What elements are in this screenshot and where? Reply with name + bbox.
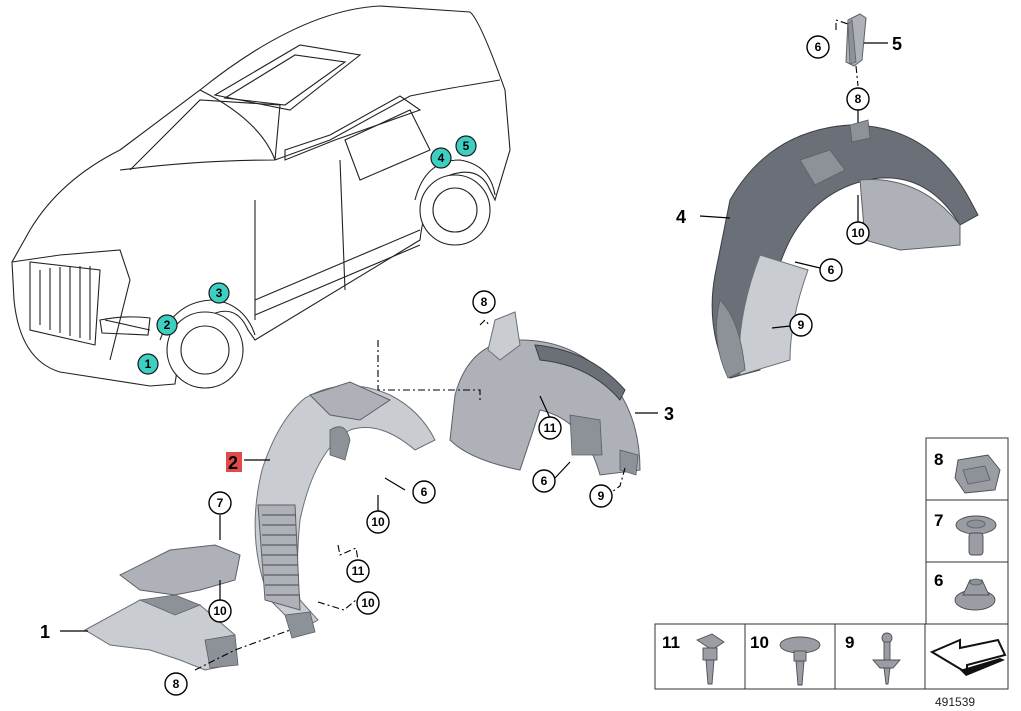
svg-text:11: 11 xyxy=(544,421,557,435)
location-marker-4: 4 xyxy=(430,147,452,169)
part-2-front-liner xyxy=(254,381,436,639)
svg-text:1: 1 xyxy=(145,357,152,371)
svg-text:5: 5 xyxy=(463,139,470,153)
callout-6-part4: 6 xyxy=(819,258,843,282)
svg-text:9: 9 xyxy=(845,633,854,652)
svg-text:11: 11 xyxy=(352,564,365,578)
part-label-5: 5 xyxy=(892,34,902,54)
svg-text:6: 6 xyxy=(421,485,428,499)
callout-6-part3: 6 xyxy=(532,469,556,493)
part-2-highlight xyxy=(226,452,242,472)
part-4-rear-liner xyxy=(711,119,979,379)
location-marker-5: 5 xyxy=(455,135,477,157)
svg-text:9: 9 xyxy=(798,318,805,332)
part-label-3: 3 xyxy=(664,404,674,424)
part-5-bracket xyxy=(845,13,867,67)
svg-text:2: 2 xyxy=(164,318,171,332)
svg-text:3: 3 xyxy=(216,286,223,300)
callout-6-part2: 6 xyxy=(412,480,436,504)
svg-text:10: 10 xyxy=(371,515,385,529)
legend-item-6: 6 xyxy=(925,561,1009,625)
part-label-2: 2 xyxy=(228,453,238,473)
svg-text:6: 6 xyxy=(828,263,835,277)
location-marker-1: 1 xyxy=(137,353,159,375)
svg-text:6: 6 xyxy=(815,40,822,54)
svg-text:7: 7 xyxy=(217,496,224,510)
callout-9-part4: 9 xyxy=(789,313,813,337)
svg-text:4: 4 xyxy=(438,151,445,165)
svg-text:10: 10 xyxy=(851,226,865,240)
legend-item-8: 8 xyxy=(925,437,1009,501)
legend-item-9: 9 xyxy=(834,623,926,690)
svg-text:11: 11 xyxy=(662,633,680,652)
callout-11-part2: 11 xyxy=(346,559,370,583)
svg-text:8: 8 xyxy=(173,677,180,691)
callout-8-part3: 8 xyxy=(472,290,496,314)
car-outline xyxy=(11,5,511,389)
callout-11-part3: 11 xyxy=(538,416,562,440)
svg-text:9: 9 xyxy=(598,489,605,503)
part-label-1: 1 xyxy=(40,622,50,642)
legend-item-7: 7 xyxy=(925,499,1009,563)
svg-text:10: 10 xyxy=(213,604,227,618)
part-1-panel xyxy=(83,544,241,671)
location-marker-3: 3 xyxy=(208,282,230,304)
part-3-liner xyxy=(449,311,641,476)
callout-8-part5: 8 xyxy=(846,87,870,111)
svg-text:10: 10 xyxy=(361,596,375,610)
part-label-4: 4 xyxy=(676,207,686,227)
svg-text:8: 8 xyxy=(934,450,943,469)
callout-10-part2-lower: 10 xyxy=(356,591,380,615)
svg-text:10: 10 xyxy=(750,633,769,652)
callout-8-part1: 8 xyxy=(164,672,188,696)
location-marker-2: 2 xyxy=(156,314,178,336)
svg-text:7: 7 xyxy=(934,511,943,530)
callout-9-part3: 9 xyxy=(589,484,613,508)
svg-text:6: 6 xyxy=(541,474,548,488)
legend-arrow-box xyxy=(924,623,1009,690)
legend-item-10: 10 xyxy=(744,623,836,690)
callout-10-part4: 10 xyxy=(846,221,870,245)
callout-7-part1: 7 xyxy=(208,491,232,515)
callout-10-part2: 10 xyxy=(366,510,390,534)
callout-10-part1: 10 xyxy=(208,599,232,623)
legend-item-11: 11 xyxy=(654,623,746,690)
document-number: 491539 xyxy=(935,695,975,709)
callout-6-part5: 6 xyxy=(806,35,830,59)
svg-text:8: 8 xyxy=(855,92,862,106)
svg-text:8: 8 xyxy=(481,295,488,309)
svg-text:6: 6 xyxy=(934,571,943,590)
